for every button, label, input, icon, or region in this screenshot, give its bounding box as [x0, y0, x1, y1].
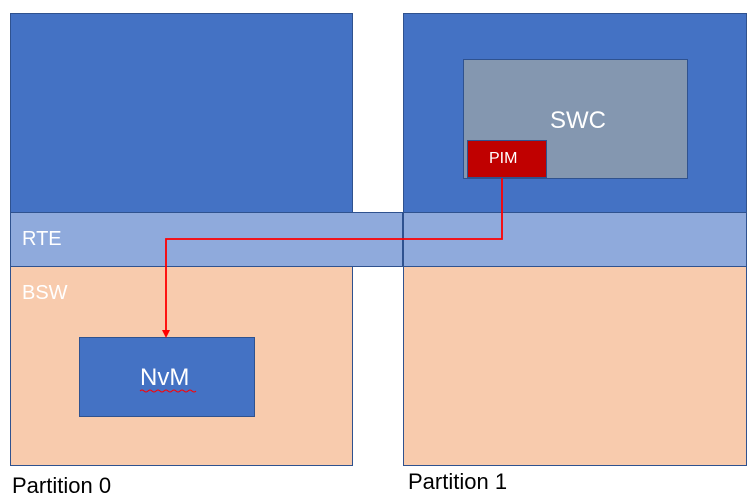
connector-line: [162, 178, 503, 338]
nvm-spellcheck-underline: [139, 389, 197, 393]
partition-1-bsw-area: [403, 266, 747, 466]
pim-block: [467, 140, 547, 178]
rte-label: RTE: [22, 228, 62, 250]
nvm-module: [79, 337, 255, 417]
nvm-label: NvM: [140, 364, 190, 391]
pim-label: PIM: [489, 150, 518, 167]
partition-0-caption: Partition 0: [12, 473, 112, 498]
partition-1-caption: Partition 1: [408, 469, 508, 494]
partition-0-application-area: [10, 13, 353, 214]
swc-label: SWC: [550, 107, 606, 134]
bsw-label: BSW: [22, 282, 68, 304]
